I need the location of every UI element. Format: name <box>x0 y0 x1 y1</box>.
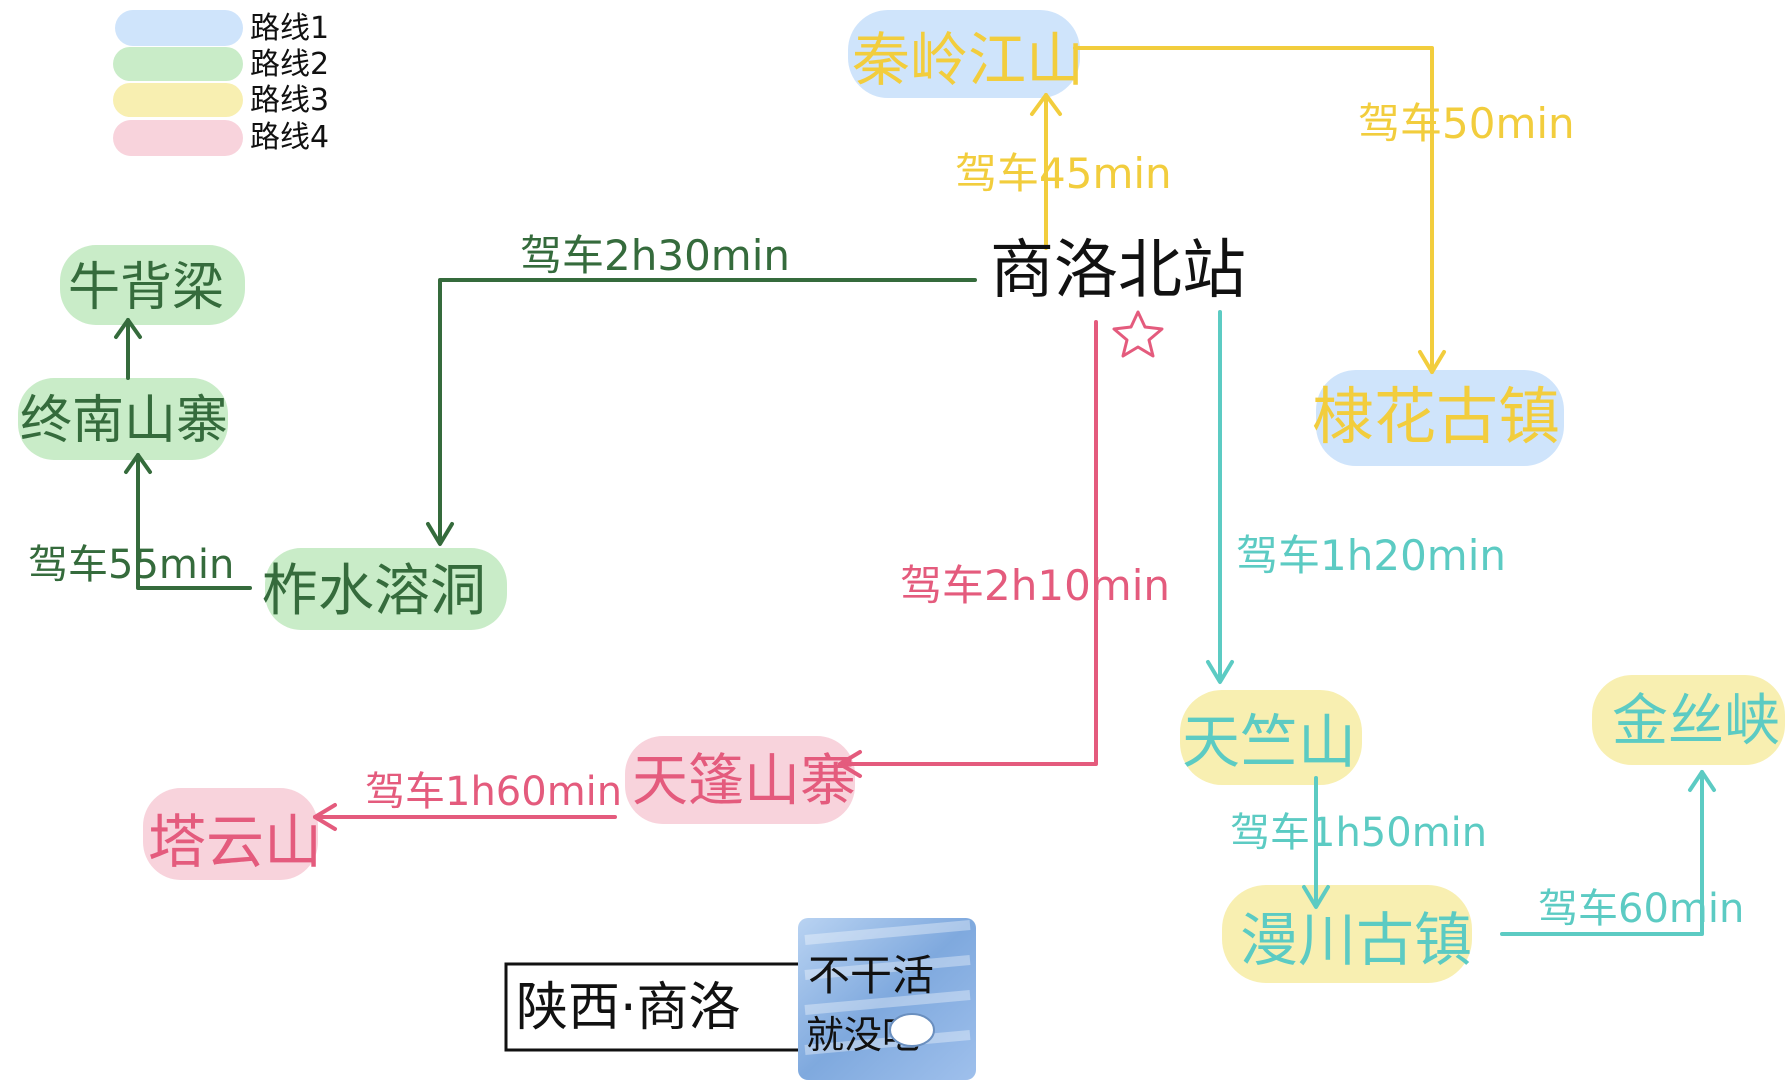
place-highlights <box>18 10 1785 983</box>
route-line-to-tiantang <box>838 320 1098 766</box>
arrow-to-tayun <box>313 803 337 831</box>
route-line-to-jinsixia <box>1500 770 1704 936</box>
legend-swatch-route2 <box>113 47 243 81</box>
place-zhongnan: 终南山寨 <box>20 391 228 451</box>
arrow-to-qinling <box>1030 93 1062 116</box>
highlight-niubeiliang <box>60 245 245 325</box>
highlight-tiantang <box>625 736 855 824</box>
highlight-manchuan <box>1222 885 1472 983</box>
title-badge: 陕西·商洛 不干活 就没吃 <box>504 918 976 1080</box>
place-zhashui: 柞水溶洞 <box>262 559 486 624</box>
arrow-to-jiangcha <box>1418 350 1446 374</box>
route-label-to-zhashui: 驾车2h30min <box>520 231 790 280</box>
place-tianzhu: 天竺山 <box>1182 708 1356 776</box>
arrow-to-manchuan <box>1302 885 1330 909</box>
highlight-tayun <box>143 788 318 880</box>
highlight-tianzhu <box>1180 690 1362 785</box>
place-manchuan: 漫川古镇 <box>1240 906 1472 974</box>
legend-swatch-route3 <box>113 83 243 117</box>
sticker-image <box>798 918 976 1080</box>
place-tiantang: 天篷山寨 <box>632 749 856 814</box>
legend: 路线1 路线2 路线3 路线4 <box>113 10 329 156</box>
highlight-jiangcha <box>1316 370 1564 466</box>
arrow-to-tiantang <box>838 750 862 778</box>
arrow-to-zhongnan <box>124 453 152 474</box>
legend-label-route2: 路线2 <box>250 47 329 82</box>
sticker-line1: 不干活 <box>808 951 934 1000</box>
arrow-to-zhashui <box>426 522 454 546</box>
highlight-qinling <box>848 10 1080 98</box>
route-line-to-jiangcha <box>1073 46 1434 374</box>
route-label-to-tiantang: 驾车2h10min <box>900 561 1170 610</box>
origin-label: 商洛北站 <box>990 234 1246 308</box>
route-label-to-qinling: 驾车45min <box>955 149 1172 198</box>
place-niubeiliang: 牛背梁 <box>68 258 224 318</box>
route-label-to-tianzhu: 驾车1h20min <box>1236 531 1506 580</box>
legend-label-route4: 路线4 <box>250 120 329 155</box>
route-line-to-zhongnan <box>136 453 252 590</box>
route-label-to-tayun: 驾车1h60min <box>365 769 622 815</box>
route-label-to-jinsixia: 驾车60min <box>1538 886 1744 932</box>
place-tayun: 塔云山 <box>148 808 322 876</box>
legend-label-route3: 路线3 <box>250 83 329 118</box>
route-label-to-zhongnan: 驾车55min <box>28 542 234 588</box>
arrow-to-niubeiliang <box>114 318 142 339</box>
arrow-to-tianzhu <box>1206 660 1234 684</box>
title-text: 陕西·商洛 <box>516 978 741 1038</box>
highlight-jinsixia <box>1592 675 1785 765</box>
place-qinling: 秦岭江山 <box>852 26 1084 94</box>
route-line-to-zhashui <box>438 278 977 544</box>
legend-swatch-route4 <box>113 120 243 156</box>
title-box <box>504 962 802 1052</box>
star-icon <box>1112 310 1164 358</box>
rice-bowl-icon <box>889 1013 935 1047</box>
arrow-to-jinsixia <box>1688 770 1716 792</box>
place-jiangcha: 棣花古镇 <box>1312 380 1560 453</box>
route-label-to-jiangcha: 驾车50min <box>1358 99 1575 148</box>
highlight-zhashui <box>265 548 507 630</box>
sticker-brush-strokes <box>804 920 971 1055</box>
legend-label-route1: 路线1 <box>250 11 329 46</box>
route-label-to-manchuan: 驾车1h50min <box>1230 810 1487 856</box>
place-jinsixia: 金丝峡 <box>1612 689 1780 754</box>
highlight-zhongnan <box>18 378 228 460</box>
legend-swatch-route1 <box>115 10 243 46</box>
